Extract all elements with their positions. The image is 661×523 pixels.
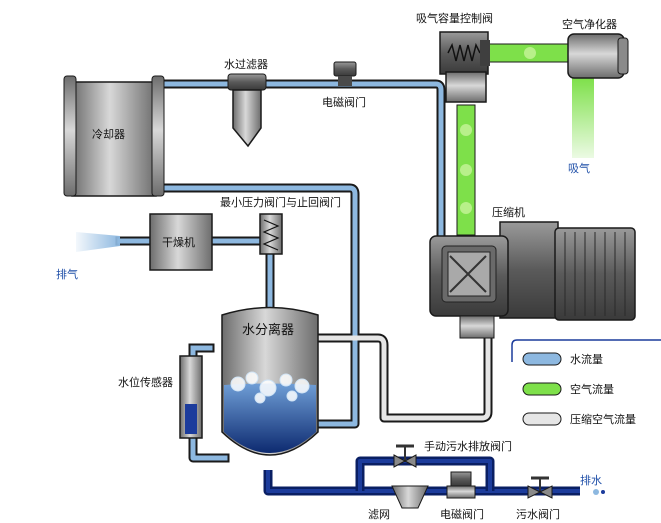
label-drain: 排水	[580, 473, 602, 487]
strainer	[391, 485, 429, 509]
legend-air-label: 空气流量	[570, 382, 614, 396]
label-separator: 水分离器	[242, 322, 294, 338]
label-cooler: 冷却器	[92, 128, 125, 141]
exhaust-plume	[76, 232, 120, 252]
legend: 水流量 空气流量 压缩空气流量	[511, 339, 661, 426]
compressor-unit	[429, 221, 636, 339]
sewage-valve	[527, 476, 553, 499]
drain-outlet	[593, 489, 605, 495]
label-exhaust: 排气	[56, 267, 78, 281]
label-level-sensor: 水位传感器	[118, 375, 173, 389]
min-pressure-valve	[259, 213, 283, 255]
legend-compressed: 压缩空气流量	[522, 412, 636, 426]
water-separator	[221, 306, 319, 456]
label-sewage-valve: 污水阀门	[516, 507, 560, 521]
legend-compressed-label: 压缩空气流量	[570, 412, 636, 426]
label-intake-air: 吸气	[568, 161, 590, 175]
legend-water-label: 水流量	[570, 352, 603, 366]
solenoid-valve-top	[333, 61, 357, 86]
label-dryer: 干燥机	[162, 235, 195, 249]
label-manual-drain-valve: 手动污水排放阀门	[424, 439, 512, 453]
cooler	[63, 75, 165, 197]
level-sensor	[179, 355, 203, 439]
solenoid-valve-bottom	[446, 471, 476, 499]
water-filter	[227, 73, 267, 148]
air-purifier	[567, 33, 629, 79]
intake-control-valve	[439, 31, 490, 103]
legend-air: 空气流量	[522, 382, 614, 396]
dryer	[149, 213, 213, 271]
legend-water: 水流量	[522, 352, 603, 366]
air-flow-path	[456, 43, 573, 236]
labels: 吸气容量控制阀 空气净化器 水过滤器 电磁阀门 冷却器 吸气 最小压力阀门与止回…	[56, 11, 617, 521]
label-min-pressure-valve: 最小压力阀门与止回阀门	[220, 195, 341, 209]
label-air-purifier: 空气净化器	[562, 17, 617, 31]
label-compressor: 压缩机	[492, 205, 525, 219]
intake-air-plume	[572, 78, 594, 158]
drain-pipes	[263, 456, 580, 496]
label-solenoid-valve-bottom: 电磁阀门	[440, 507, 484, 521]
label-intake-control-valve: 吸气容量控制阀	[416, 11, 493, 25]
label-strainer: 滤网	[368, 508, 390, 521]
manual-drain-valve	[393, 444, 417, 468]
label-water-filter: 水过滤器	[224, 58, 268, 71]
label-solenoid-valve-top: 电磁阀门	[322, 95, 366, 109]
